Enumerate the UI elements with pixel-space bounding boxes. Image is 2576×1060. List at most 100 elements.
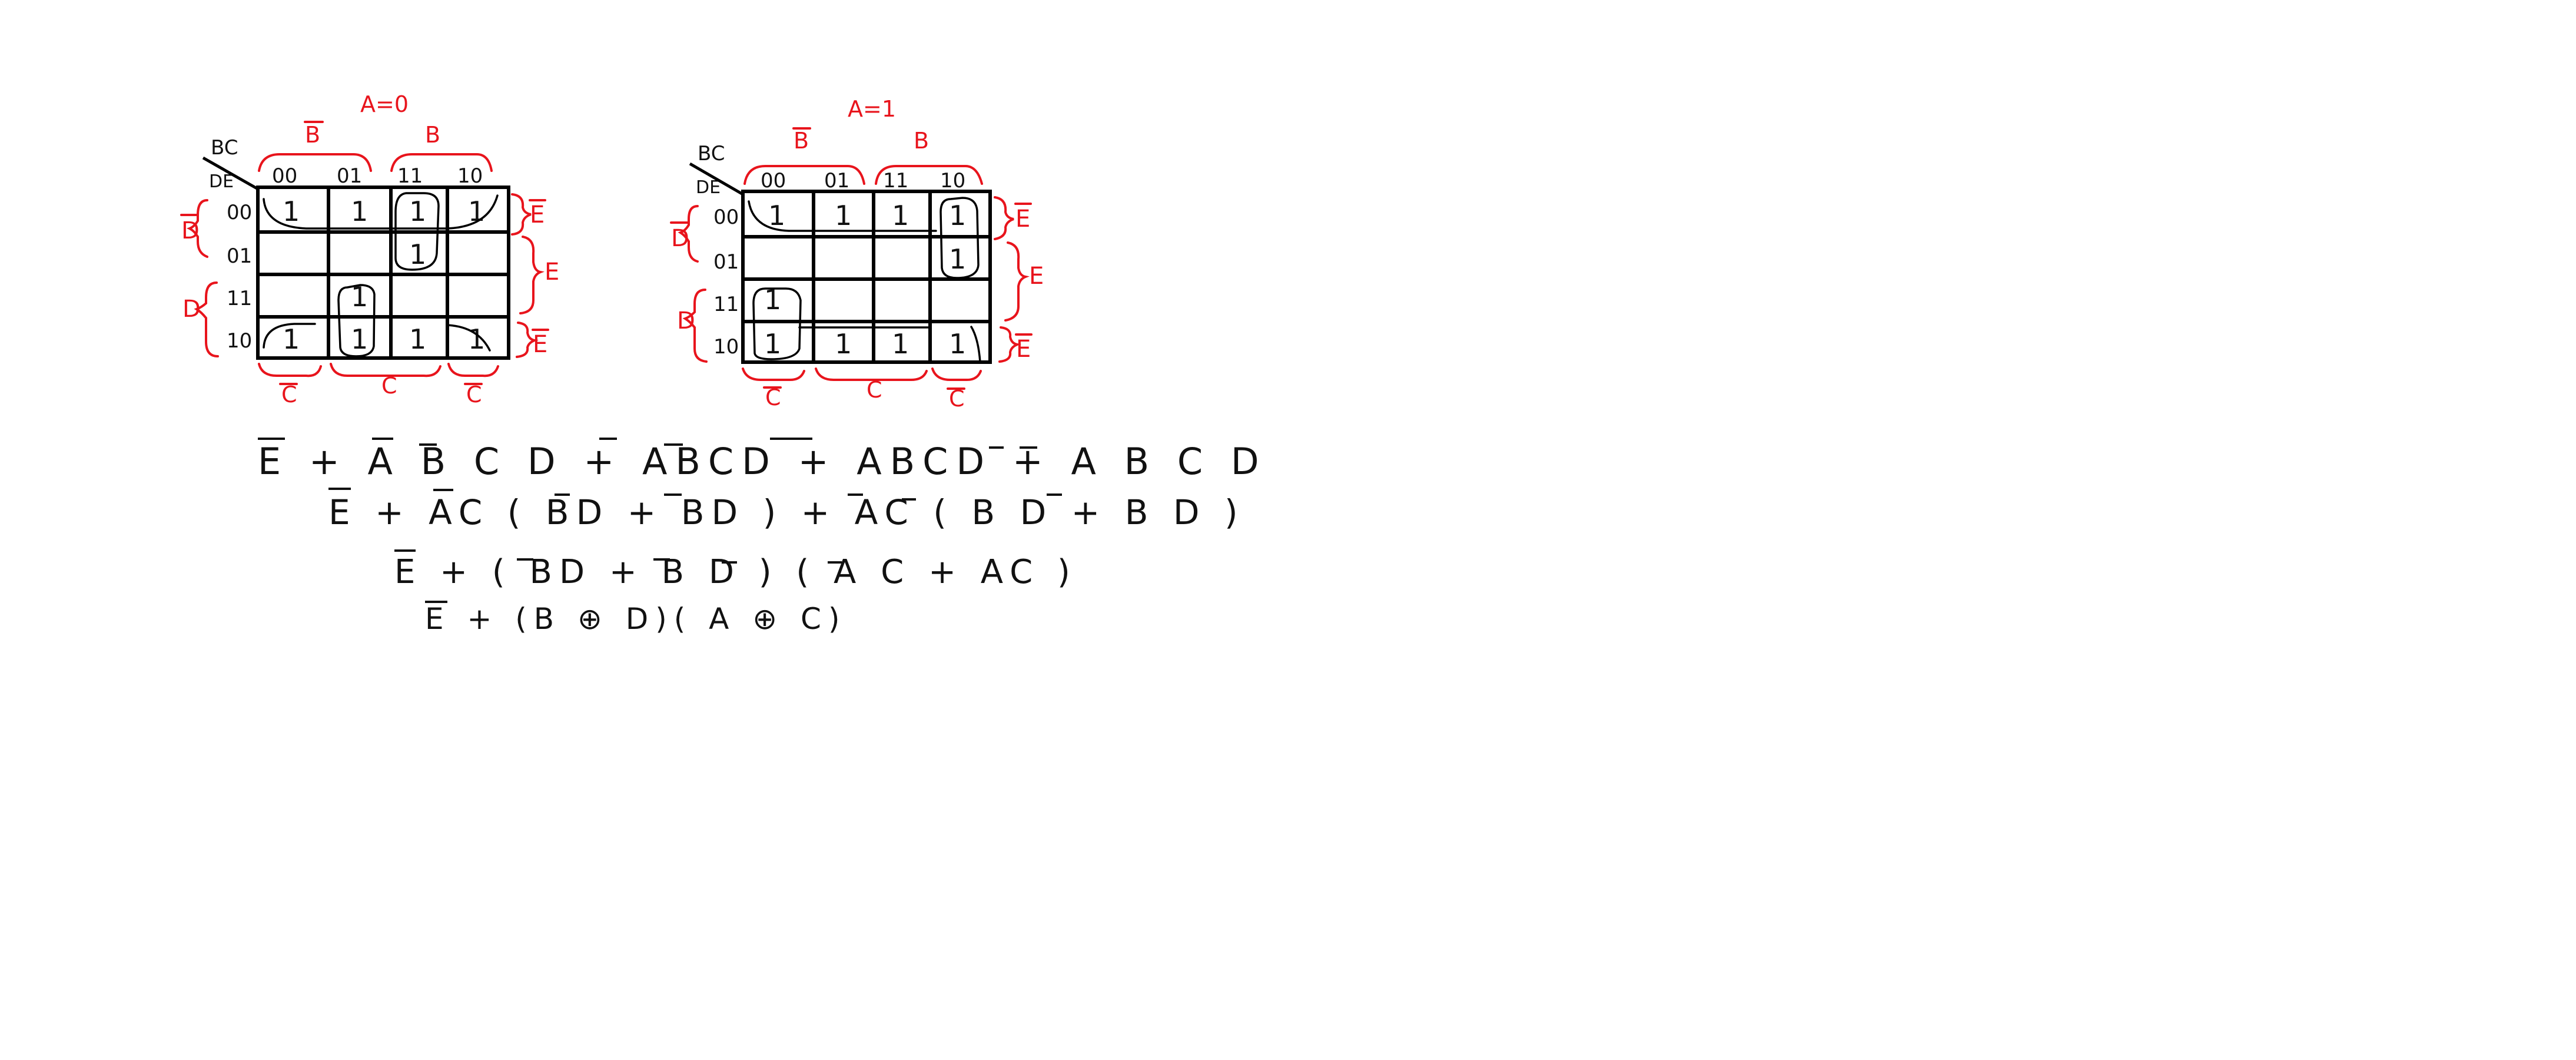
- kmap-left-col-header: 01: [337, 164, 362, 188]
- kmap-right-title: A=1: [848, 96, 896, 122]
- equations: E + A B C D + ABCD + ABCD + A B C D E + …: [258, 438, 1267, 636]
- kmap-right-group-c: C: [867, 377, 882, 403]
- kmap-left-group-e: E: [545, 259, 559, 286]
- kmap-left-brace-bbar: [258, 153, 372, 172]
- kmap-right: A=1 B B BC DE 00 01 11 10 00 01 11 10 1 …: [670, 96, 1044, 412]
- kmap-right-group-bbar: B: [794, 128, 809, 154]
- kmap-left-row-header: 10: [227, 329, 252, 353]
- kmap-left: A=0 B B BC DE 00 01 11 10 00 01 11 10 1 …: [180, 91, 559, 408]
- kmap-right-brace-cbar-b: [931, 367, 982, 382]
- kmap-right-row-header: 11: [713, 293, 739, 316]
- kmap-right-loop-pair-col3: [940, 197, 980, 279]
- kmap-right-cell: 1: [768, 200, 785, 231]
- kmap-right-group-ebar-bottom: E: [1016, 336, 1031, 363]
- kmap-right-cell: 1: [892, 328, 909, 360]
- kmap-left-group-bbar: B: [305, 122, 320, 148]
- kmap-right-group-d: D: [677, 307, 695, 334]
- kmap-left-group-ebar-bottom: E: [533, 331, 547, 358]
- kmap-right-brace-ebar-top: [994, 196, 1014, 240]
- kmap-right-group-ebar-top: E: [1015, 206, 1030, 233]
- kmap-right-loop-pair-col0: [752, 287, 802, 360]
- equation-line-2-overbars: [328, 488, 1062, 501]
- kmap-right-brace-d: [682, 289, 708, 363]
- kmap-right-brace-cbar-a: [742, 367, 805, 382]
- kmap-right-col-header: 11: [883, 169, 908, 193]
- kmap-right-row-header: 00: [713, 206, 739, 229]
- kmap-left-group-cbar-a: C: [281, 382, 297, 408]
- kmap-left-group-ebar-top: E: [530, 201, 545, 228]
- kmap-left-cell: 1: [409, 323, 426, 355]
- kmap-right-row-header: 10: [713, 335, 739, 359]
- kmap-right-group-cbar-a: C: [765, 385, 781, 410]
- kmap-left-cell: 1: [283, 196, 300, 227]
- kmap-left-group-c: C: [381, 373, 397, 399]
- kmap-left-row-header: 01: [227, 244, 252, 268]
- kmap-right-cell: 1: [949, 200, 966, 231]
- kmap-right-cell: 1: [949, 328, 966, 360]
- kmap-right-brace-e: [1004, 241, 1030, 322]
- kmap-left-group-dbar: D: [181, 217, 200, 244]
- kmap-left-loop-row3b: [446, 324, 491, 352]
- kmap-right-grid: [741, 190, 992, 364]
- kmap-left-brace-e: [519, 236, 545, 314]
- kmap-left-brace-cbar-a: [258, 363, 322, 377]
- kmap-left-cell: 1: [409, 238, 426, 270]
- equation-line-2: E + AC ( BD + BD ) + AC ( B D + B D ): [328, 492, 1245, 532]
- kmap-right-col-header: 01: [824, 169, 849, 193]
- kmap-right-col-header: 10: [940, 169, 965, 193]
- kmap-right-row-header: 01: [713, 250, 739, 274]
- kmap-left-corner-bc: BC: [211, 136, 238, 160]
- kmap-right-group-b: B: [914, 128, 929, 154]
- kmap-left-cell: 1: [409, 196, 426, 227]
- equation-line-1: E + A B C D + ABCD + ABCD + A B C D: [258, 440, 1267, 483]
- kmap-left-col-header: 10: [457, 164, 483, 188]
- kmap-right-brace-c: [815, 367, 928, 382]
- equation-line-3: E + ( BD + B D ) ( A C + AC ): [394, 553, 1077, 591]
- kmap-right-cell: 1: [835, 200, 852, 231]
- kmap-right-corner-bc: BC: [698, 142, 725, 165]
- kmap-left-corner-de: DE: [209, 171, 234, 192]
- kmap-left-group-cbar-b: C: [466, 382, 482, 408]
- kmap-left-brace-b: [390, 153, 493, 172]
- kmap-right-brace-ebar-bottom: [998, 326, 1021, 363]
- kmap-left-group-d: D: [182, 296, 201, 323]
- kmap-left-cell: 1: [351, 323, 368, 355]
- kmap-left-brace-ebar-bottom: [516, 322, 539, 358]
- kmap-right-loop-row0: [748, 200, 937, 232]
- kmap-right-loop-corner: [970, 326, 981, 363]
- kmap-right-group-cbar-b: C: [949, 386, 965, 412]
- kmap-left-loop-pair: [337, 284, 376, 357]
- equation-line-4: E + (B ⊕ D)( A ⊕ C): [425, 602, 847, 636]
- kmap-left-row-header: 11: [227, 287, 252, 310]
- kmap-left-col-header: 11: [397, 164, 423, 188]
- kmap-left-brace-c: [330, 363, 441, 377]
- kmap-left-loop-row0: [263, 194, 499, 230]
- kmap-left-cell: 1: [283, 323, 300, 355]
- kmap-right-brace-dbar: [678, 205, 699, 263]
- kmap-left-brace-cbar-b: [447, 363, 499, 377]
- kmap-left-group-b: B: [425, 122, 440, 148]
- kmap-right-brace-b: [875, 165, 983, 185]
- kmap-left-brace-dbar: [187, 199, 208, 258]
- kmap-left-loop-quad: [394, 192, 440, 271]
- kmap-left-corner-slash: [202, 156, 260, 191]
- kmap-right-brace-bbar: [743, 165, 865, 185]
- kmap-right-cell: 1: [835, 328, 852, 360]
- kmap-left-brace-ebar-top: [511, 193, 532, 236]
- kmap-right-group-dbar: D: [671, 225, 689, 252]
- kmap-right-cell: 1: [892, 200, 909, 231]
- kmap-right-cell: 1: [949, 243, 966, 275]
- equation-line-3-overbars: [394, 549, 842, 564]
- kmap-left-brace-d: [194, 281, 219, 357]
- kmap-right-cell: 1: [764, 328, 781, 360]
- kmap-right-corner-slash: [689, 162, 744, 196]
- kmap-left-cell: 1: [351, 196, 368, 227]
- kmap-left-col-header: 00: [272, 164, 297, 188]
- equation-line-1-overbars: [258, 438, 1037, 449]
- kmap-left-loop-row3a: [263, 323, 316, 349]
- kmap-left-title: A=0: [360, 91, 409, 117]
- kmap-right-col-header: 00: [761, 169, 786, 193]
- kmap-right-group-e: E: [1029, 263, 1044, 290]
- kmap-left-row-header: 00: [227, 201, 252, 224]
